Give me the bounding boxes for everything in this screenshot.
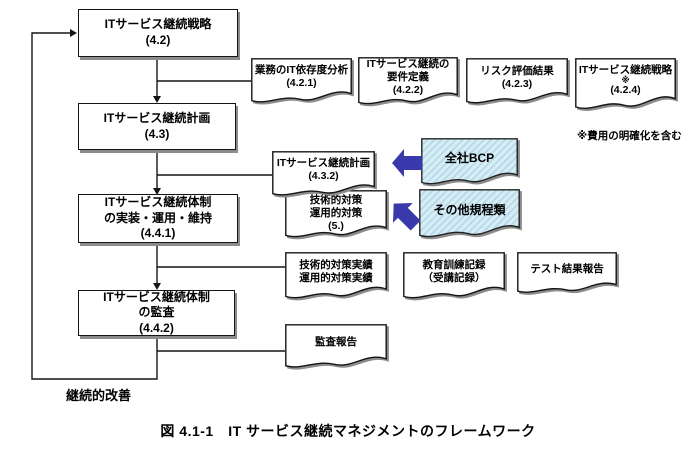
- arrowhead-down-icon: [153, 96, 161, 103]
- feedback-loop-line: [31, 32, 158, 380]
- document-shape-icon: [251, 58, 352, 103]
- cost-clarification-note: ※費用の明確化を含む: [577, 130, 682, 142]
- document-shape-icon: [358, 57, 458, 105]
- text-line: (4.2.1): [286, 77, 317, 89]
- document-label: 監査報告: [285, 324, 387, 371]
- audit-box: ITサービス継続体制の監査(4.4.2): [78, 290, 235, 336]
- text-line: ITサービス継続計画: [276, 157, 371, 170]
- document-label: 技術的対策運用的対策(5.): [285, 190, 387, 241]
- text-line: 全社BCP: [444, 150, 495, 165]
- text-line: ITサービス継続計画: [103, 110, 211, 125]
- document-shape-icon: [272, 151, 375, 196]
- doc-continuity-strategy: ITサービス継続戦略※(4.2.4): [575, 58, 676, 113]
- document-label: ITサービス継続戦略※(4.2.4): [575, 58, 676, 113]
- text-line: 業務のIT依存度分析: [254, 64, 349, 77]
- continuity-strategy-box: ITサービス継続戦略(4.2): [78, 9, 238, 57]
- text-line: （受講記録）: [422, 272, 486, 284]
- doc-audit-report: 監査報告: [285, 324, 387, 371]
- arrowhead-down-icon: [153, 283, 161, 290]
- arrowhead-right-icon: [70, 29, 77, 37]
- doc-training-records: 教育訓練記録（受講記録）: [403, 252, 505, 302]
- doc-continuity-plan: ITサービス継続計画(4.3.2): [272, 151, 375, 199]
- text-line: の実装・運用・維持: [103, 210, 212, 225]
- doc-other-regulations: その他規程類: [419, 189, 520, 241]
- doc-it-dependency-analysis: 業務のIT依存度分析(4.2.1): [251, 58, 352, 106]
- text-line: 技術的対策: [309, 194, 363, 207]
- document-shape-icon: [466, 58, 568, 104]
- continuous-improvement-label: 継続的改善: [66, 388, 132, 403]
- text-line: その他規程類: [433, 202, 506, 217]
- text-line: リスク評価結果: [480, 64, 554, 77]
- arrowhead-down-icon: [153, 188, 161, 195]
- arrowheads: [70, 29, 161, 290]
- doc-requirements-definition: ITサービス継続の要件定義(4.2.2): [358, 57, 458, 108]
- text-line: 要件定義: [387, 71, 429, 84]
- document-shape-icon: [285, 324, 387, 368]
- text-line: 教育訓練記録: [422, 259, 486, 272]
- flow-connectors: [31, 32, 285, 380]
- document-shape-icon: [285, 252, 387, 299]
- text-line: (4.2): [145, 33, 171, 47]
- text-line: (4.4.1): [140, 226, 176, 241]
- text-line: ITサービス継続戦略: [104, 17, 212, 32]
- continuity-plan-box: ITサービス継続計画(4.3): [78, 103, 236, 150]
- document-label: 技術的対策実績運用的対策実績: [285, 252, 387, 302]
- text-line: (4.3.2): [308, 170, 339, 182]
- text-line: ITサービス継続の: [366, 58, 450, 71]
- document-shape-icon: [403, 252, 505, 299]
- text-line: の監査: [138, 305, 175, 320]
- text-line: (4.3): [144, 126, 170, 141]
- document-shape-icon: [419, 189, 520, 238]
- text-line: 運用的対策: [309, 207, 363, 220]
- text-line: (4.2.4): [610, 84, 641, 97]
- doc-risk-assessment-result: リスク評価結果(4.2.3): [466, 58, 568, 107]
- implementation-operation-box: ITサービス継続体制の実装・運用・維持(4.4.1): [78, 194, 238, 243]
- doc-technical-operational-measures: 技術的対策運用的対策(5.): [285, 190, 387, 241]
- document-label: 業務のIT依存度分析(4.2.1): [251, 58, 352, 106]
- doc-company-bcp: 全社BCP: [421, 138, 518, 188]
- text-line: (4.2.3): [501, 77, 533, 90]
- document-shape-icon: [575, 58, 676, 109]
- document-shape-icon: [517, 252, 617, 293]
- text-line: ITサービス継続戦略: [578, 63, 673, 76]
- document-shape-icon: [421, 138, 518, 185]
- text-line: ITサービス継続体制: [104, 195, 212, 210]
- document-label: ITサービス継続計画(4.3.2): [272, 151, 375, 199]
- text-line: ITサービス継続体制: [103, 289, 210, 304]
- document-label: その他規程類: [419, 189, 520, 241]
- text-line: (5.): [328, 219, 344, 232]
- document-label: 全社BCP: [421, 138, 518, 188]
- text-line: テスト結果報告: [530, 262, 604, 275]
- document-label: ITサービス継続の要件定義(4.2.2): [358, 57, 458, 108]
- document-label: テスト結果報告: [517, 252, 617, 296]
- doc-test-result-report: テスト結果報告: [517, 252, 617, 296]
- document-label: 教育訓練記録（受講記録）: [403, 252, 505, 302]
- document-shape-icon: [285, 190, 387, 238]
- document-label: リスク評価結果(4.2.3): [466, 58, 568, 107]
- doc-measure-results: 技術的対策実績運用的対策実績: [285, 252, 387, 302]
- text-line: 監査報告: [315, 336, 357, 349]
- figure-caption: 図 4.1-1 IT サービス継続マネジメントのフレームワーク: [160, 423, 536, 439]
- text-line: (4.2.2): [392, 83, 424, 96]
- text-line: (4.4.2): [139, 320, 174, 335]
- text-line: ※: [621, 74, 630, 85]
- text-line: 技術的対策実績: [299, 259, 373, 272]
- text-line: 運用的対策実績: [299, 272, 373, 284]
